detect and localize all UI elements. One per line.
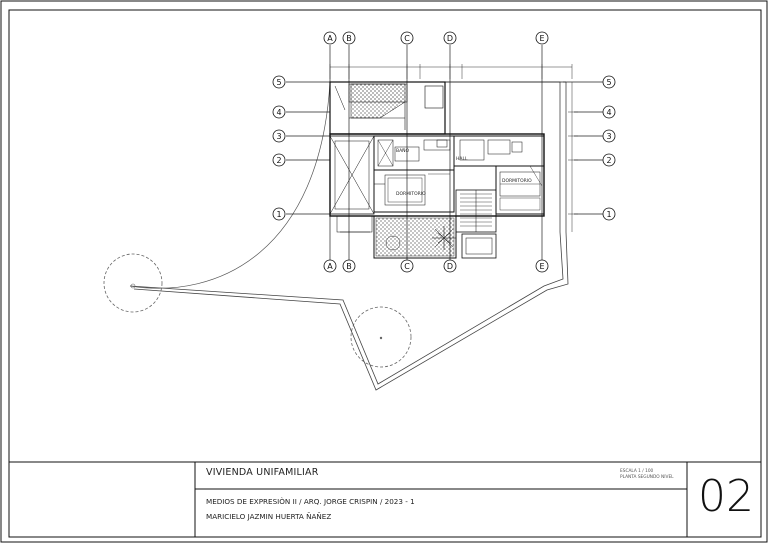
- title-block: [9, 461, 761, 537]
- scale-label: ESCALA 1 / 100: [620, 469, 654, 474]
- axis-right-3: 3: [606, 132, 611, 141]
- inner-border: [8, 9, 762, 538]
- row-markers-left: [272, 75, 286, 221]
- author-name: MARICIELO JAZMIN HUERTA ÑAÑEZ: [206, 512, 332, 521]
- axis-bottom-c: C: [404, 262, 410, 271]
- plan-name: PLANTA SEGUNDO NIVEL: [620, 474, 674, 480]
- scale-info: ESCALA 1 / 100 PLANTA SEGUNDO NIVEL: [620, 469, 674, 480]
- tree-right: [350, 306, 412, 368]
- driveway-arc: [129, 81, 331, 289]
- axis-left-4: 4: [276, 108, 281, 117]
- axis-top-e: E: [539, 34, 544, 43]
- dimension-top: [329, 64, 573, 79]
- room-label-hall: HALL: [456, 156, 468, 162]
- axis-right-2: 2: [606, 156, 611, 165]
- course-info: MEDIOS DE EXPRESIÒN II / ARQ. JORGE CRIS…: [206, 497, 415, 506]
- project-title: VIVIENDA UNIFAMILIAR: [206, 467, 319, 478]
- axis-left-2: 2: [276, 156, 281, 165]
- axis-top-d: D: [447, 34, 453, 43]
- axis-top-b: B: [346, 34, 352, 43]
- row-markers-right: [602, 75, 616, 221]
- axis-top-c: C: [404, 34, 410, 43]
- axis-left-1: 1: [276, 210, 281, 219]
- axis-right-4: 4: [606, 108, 611, 117]
- sheet-number: 02: [698, 471, 754, 522]
- axis-bottom-e: E: [539, 262, 544, 271]
- axis-top-a: A: [327, 34, 333, 43]
- tree-right-center: [379, 336, 383, 340]
- room-label-bath: BAÑO: [396, 147, 410, 154]
- axis-left-5: 5: [276, 78, 281, 87]
- tree-left: [103, 253, 163, 313]
- room-label-dorm-left: DORMITORIO: [396, 191, 426, 197]
- column-markers-top: [323, 31, 549, 45]
- axis-right-1: 1: [606, 210, 611, 219]
- axis-bottom-b: B: [346, 262, 352, 271]
- axis-right-5: 5: [606, 78, 611, 87]
- axis-bottom-a: A: [327, 262, 333, 271]
- column-markers-bottom: [323, 259, 549, 273]
- dimension-right: [568, 82, 578, 232]
- axis-left-3: 3: [276, 132, 281, 141]
- room-label-dorm-right: DORMITORIO: [502, 178, 532, 184]
- tree-left-center: [130, 283, 136, 289]
- floor-plan: [329, 81, 545, 259]
- axis-bottom-d: D: [447, 262, 453, 271]
